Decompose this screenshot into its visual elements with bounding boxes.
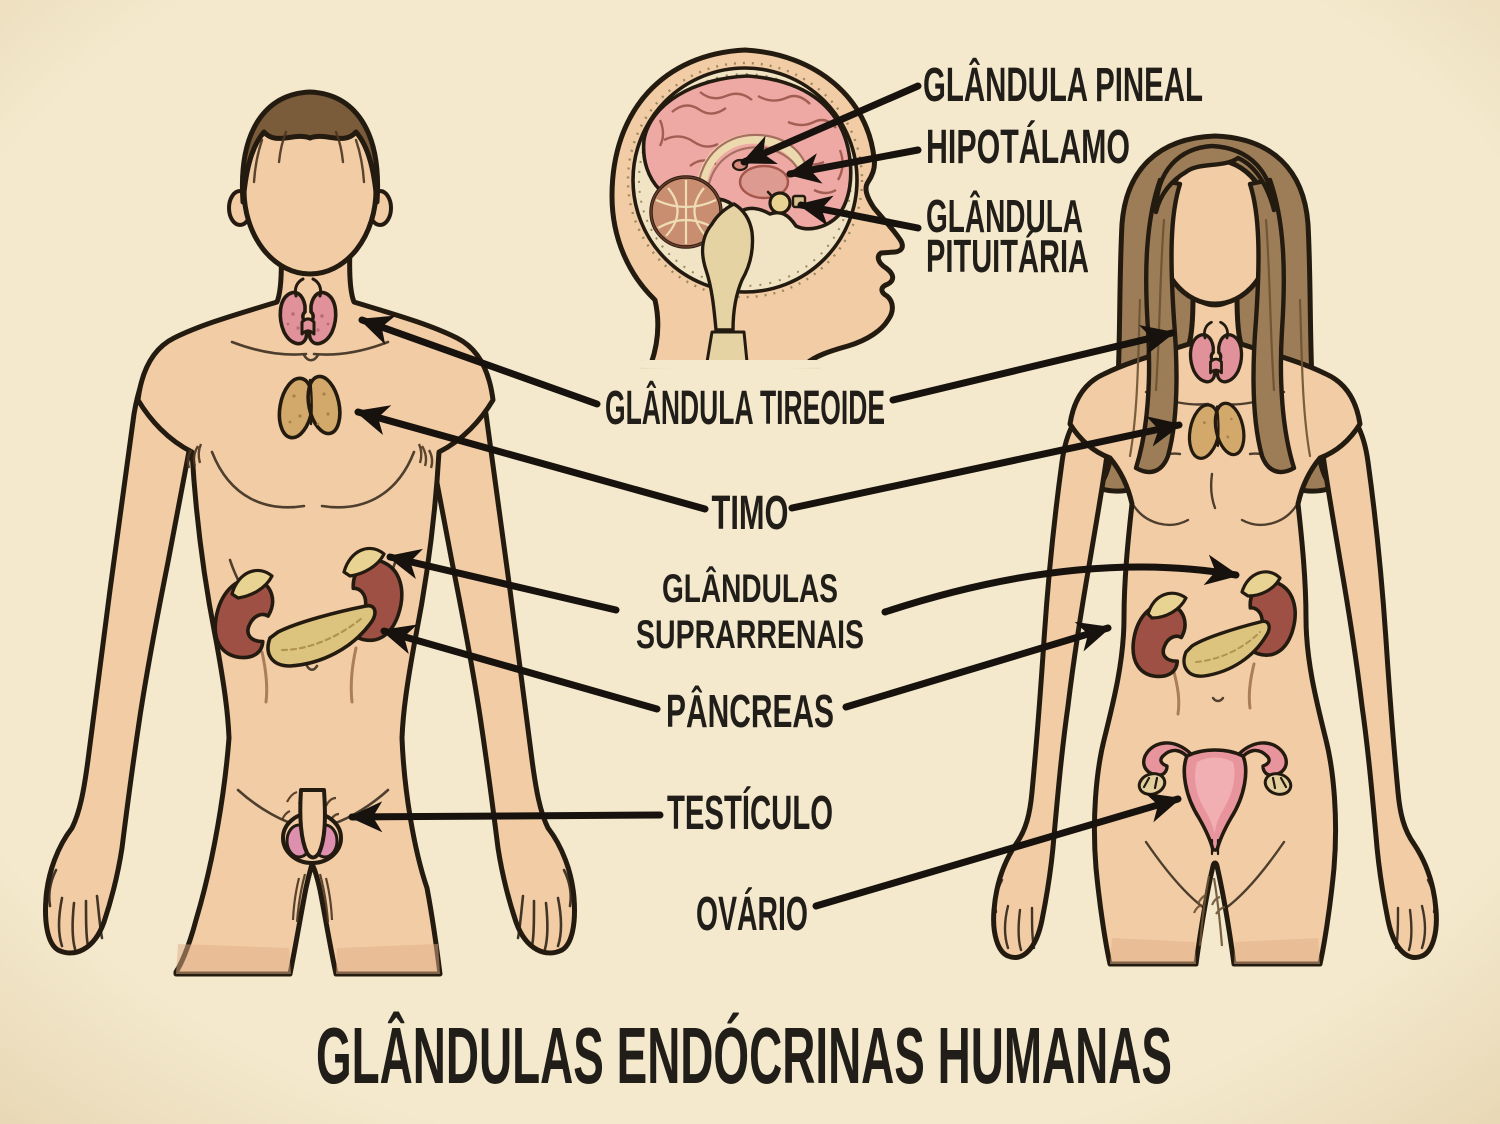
arrow-pineal (740, 82, 922, 166)
poster-title: GLÂNDULAS ENDÓCRINAS HUMANAS (316, 1011, 1172, 1100)
arrow-ovario-female (812, 792, 1182, 910)
male-head (227, 89, 393, 277)
female-hand-lines (994, 878, 1436, 952)
male-thyroid-organ (278, 277, 338, 346)
label-glandulas-suprarrenais-line1: GLÂNDULAS (662, 565, 838, 611)
female-pubic-hair (1192, 875, 1226, 947)
arrow-pancreas-female (842, 621, 1112, 711)
arrow-tireoide-male (358, 315, 601, 408)
male-figure (43, 89, 577, 977)
arrow-hipotalamo (786, 146, 922, 184)
label-hipotalamo: HIPOTÁLAMO (926, 120, 1130, 174)
leader-arrows (348, 82, 1240, 910)
female-adrenal-kidneys (1125, 570, 1304, 716)
male-arms (43, 337, 577, 956)
female-figure (991, 133, 1439, 967)
arrow-pituitaria (797, 195, 922, 232)
female-pancreas-organ (1182, 619, 1271, 678)
label-ovario: OVÁRIO (696, 887, 808, 941)
female-adrenal-right (1240, 570, 1282, 598)
label-testiculo: TESTÍCULO (667, 786, 833, 840)
male-adrenal-left (230, 569, 274, 600)
label-timo: TIMO (712, 487, 789, 540)
arrow-suprarrenais-male (386, 548, 620, 614)
label-pancreas: PÂNCREAS (666, 685, 834, 737)
male-pancreas-organ (266, 603, 377, 668)
arrow-testiculo-male (348, 801, 664, 833)
male-hair (239, 89, 381, 205)
female-thymus-organ (1187, 401, 1246, 460)
male-thymus-organ (277, 374, 342, 440)
pituitary-gland (768, 191, 792, 215)
arrow-tireoide-female (889, 325, 1176, 404)
male-armpit-hair (186, 443, 434, 469)
male-adrenal-right (342, 547, 386, 578)
gland-labels: GLÂNDULA PINEAL HIPOTÁLAMO GLÂNDULA PITU… (605, 57, 1203, 941)
arrow-timo-female (788, 416, 1183, 512)
female-adrenal-left (1146, 591, 1188, 620)
cerebellum (649, 175, 723, 249)
ovary-organ-right (1263, 772, 1293, 796)
brainstem (700, 202, 755, 332)
male-torso (135, 245, 496, 977)
female-thyroid-organ (1188, 320, 1244, 384)
arrow-suprarrenais-female (881, 554, 1240, 616)
arrow-timo-male (354, 405, 709, 513)
male-genitals (281, 788, 343, 865)
label-glandula-tireoide: GLÂNDULA TIREOIDE (605, 380, 885, 435)
male-hand-lines (47, 868, 573, 951)
label-glandula-pituitaria-line2: PITUITÁRIA (926, 230, 1089, 282)
label-glandulas-suprarrenais-line2: SUPRARRENAIS (636, 613, 864, 657)
label-glandula-pituitaria-line1: GLÂNDULA (926, 190, 1083, 242)
arrow-pancreas-male (380, 624, 661, 713)
male-adrenal-kidneys (206, 547, 412, 704)
label-glandula-pineal: GLÂNDULA PINEAL (923, 57, 1203, 112)
